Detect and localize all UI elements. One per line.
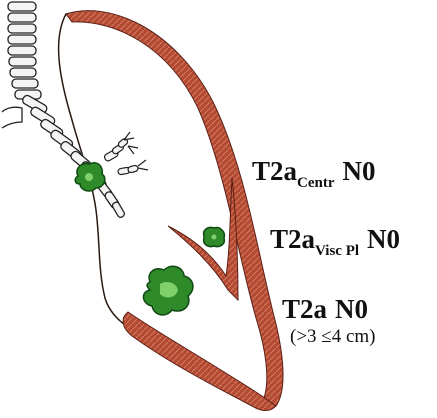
trachea xyxy=(8,2,41,99)
tumor-visceral-highlight xyxy=(212,235,217,240)
contralateral-bronchus-stub xyxy=(2,107,22,128)
label-visc-sub: Visc Pl xyxy=(315,243,359,259)
label-central-tail: N0 xyxy=(343,156,376,186)
label-visc-tail: N0 xyxy=(367,224,400,254)
label-visc-main: T2a xyxy=(270,224,315,254)
label-t2a-size: T2a N0 xyxy=(282,296,368,323)
label-central-main: T2a xyxy=(252,156,297,186)
label-size-range: (>3 ≤4 cm) xyxy=(290,326,376,348)
label-central-sub: Centr xyxy=(297,175,335,191)
label-size-main: T2a xyxy=(282,294,327,324)
tumor-central-highlight xyxy=(85,173,93,181)
label-size-tail: N0 xyxy=(335,294,368,324)
